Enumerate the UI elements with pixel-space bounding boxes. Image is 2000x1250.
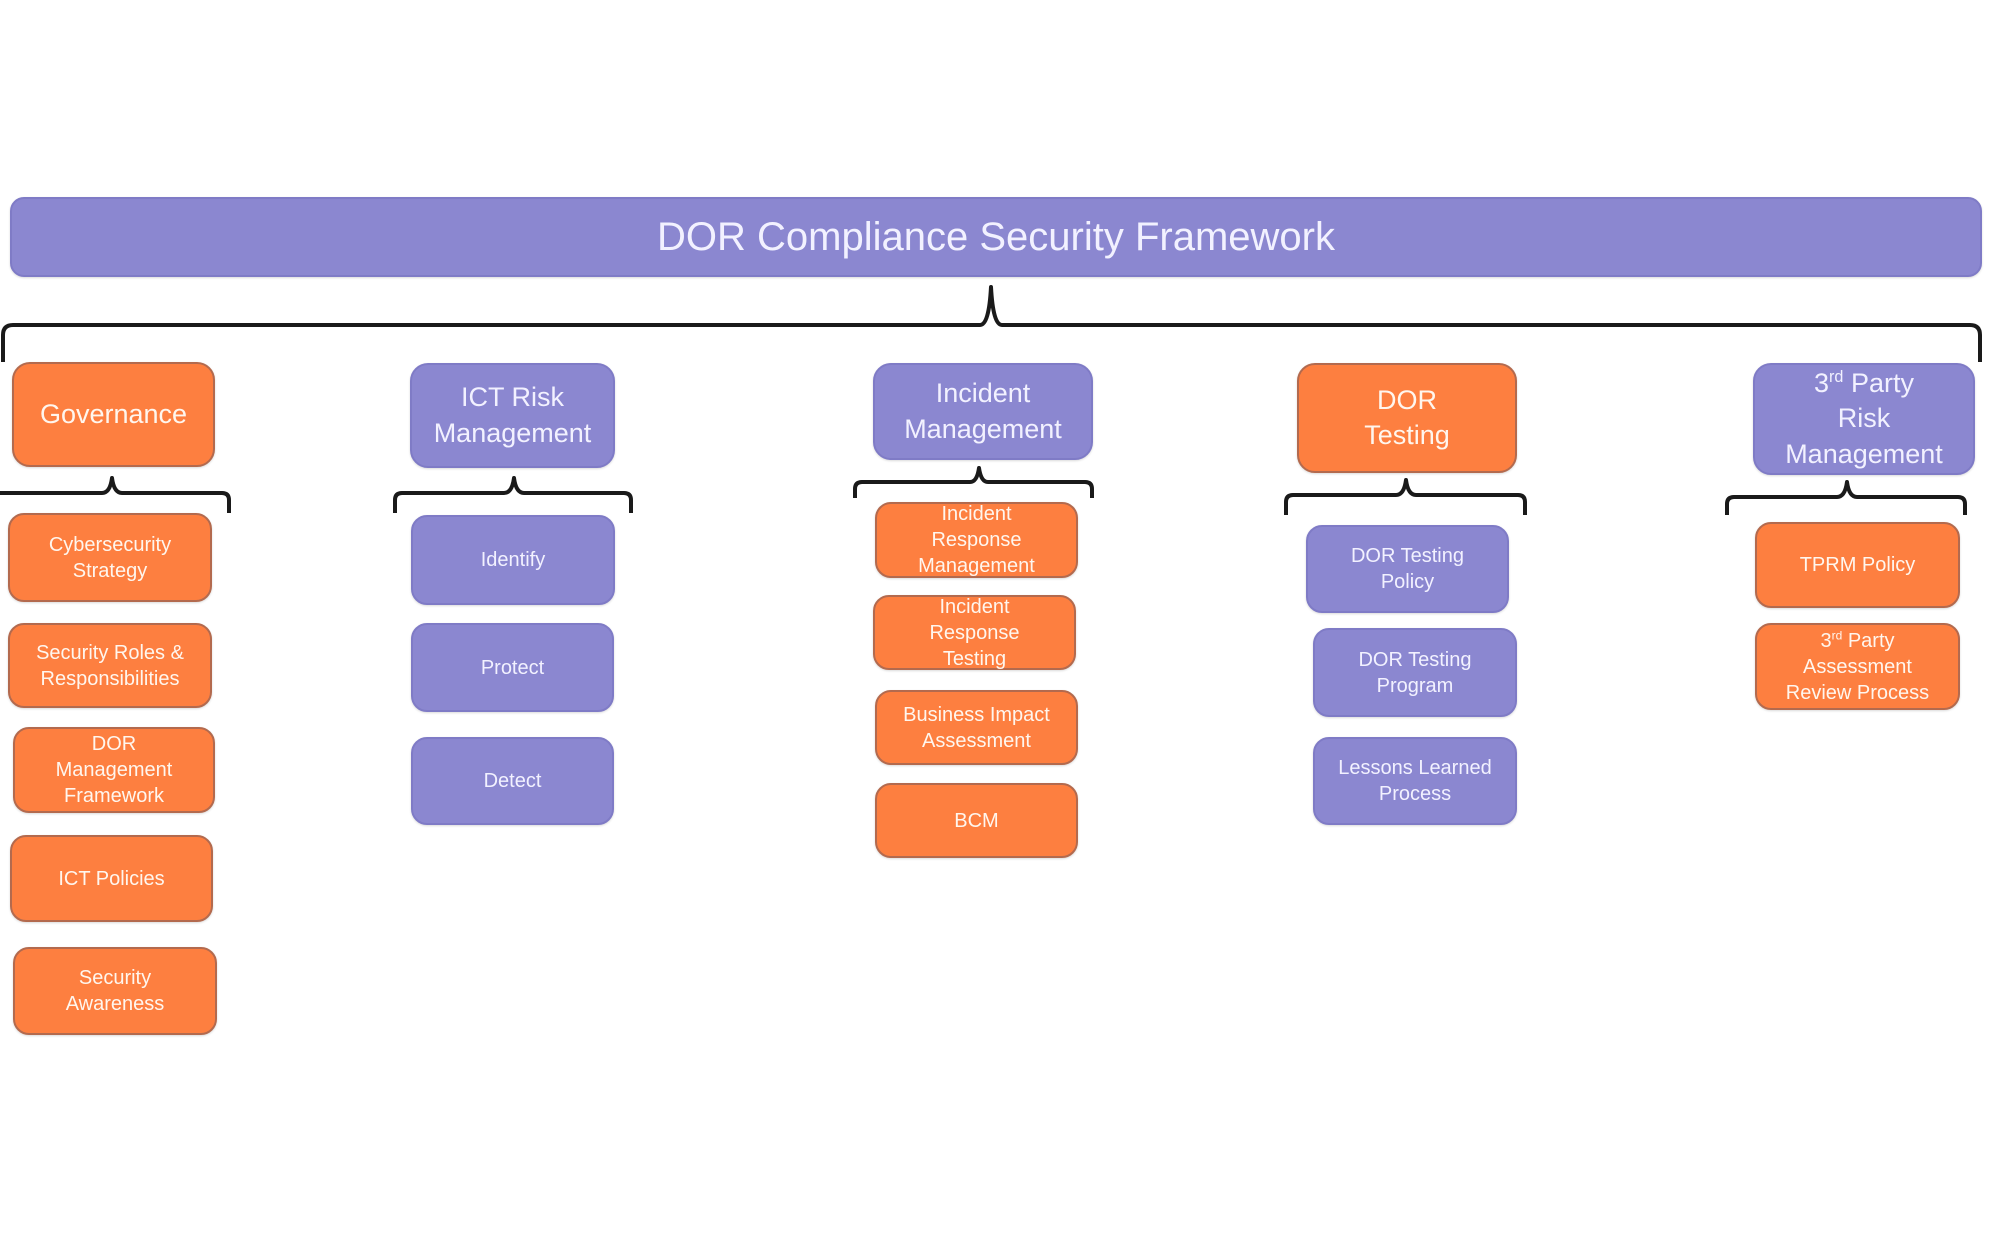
item-label: ICT Policies bbox=[58, 867, 165, 890]
item-label: BCM bbox=[954, 809, 999, 832]
framework-title-banner: DOR Compliance Security Framework bbox=[10, 197, 1982, 277]
item-business-impact-assessment: Business Impact Assessment bbox=[875, 690, 1078, 765]
pillar-governance: Governance bbox=[12, 362, 215, 467]
item-security-roles: Security Roles & Responsibilities bbox=[8, 623, 212, 708]
item-lessons-learned-process: Lessons Learned Process bbox=[1313, 737, 1517, 825]
item-label: Incident Response Management bbox=[918, 503, 1035, 577]
item-label: Lessons Learned Process bbox=[1338, 757, 1492, 805]
item-label: DOR Management Framework bbox=[55, 733, 173, 807]
item-label: Business Impact Assessment bbox=[903, 703, 1050, 752]
pillar-ict-risk-management: ICT Risk Management bbox=[410, 363, 615, 468]
item-label: TPRM Policy bbox=[1799, 554, 1916, 576]
item-label: Protect bbox=[480, 656, 545, 679]
item-third-party-assessment-review: 3rd Party Assessment Review Process bbox=[1755, 623, 1960, 710]
ordinal-suffix: rd bbox=[1831, 627, 1843, 642]
item-dor-testing-policy: DOR Testing Policy bbox=[1306, 525, 1509, 613]
item-label: Detect bbox=[483, 770, 542, 792]
pillar-third-party-risk-management: 3rd Party Risk Management bbox=[1753, 363, 1975, 475]
governance-brace bbox=[0, 476, 231, 513]
pillar-label: ICT Risk Management bbox=[433, 382, 592, 448]
item-ict-policies: ICT Policies bbox=[10, 835, 213, 922]
item-label: 3rd Party Assessment Review Process bbox=[1785, 627, 1930, 704]
item-security-awareness: Security Awareness bbox=[13, 947, 217, 1035]
pillar-label: Governance bbox=[39, 398, 188, 429]
item-label: Incident Response Testing bbox=[929, 595, 1020, 670]
pillar-label: 3rd Party Risk Management bbox=[1785, 368, 1943, 469]
item-cybersecurity-strategy: Cybersecurity Strategy bbox=[8, 513, 212, 602]
item-label: DOR Testing Policy bbox=[1350, 545, 1464, 593]
item-label: DOR Testing Program bbox=[1358, 648, 1472, 697]
item-label: Identify bbox=[480, 549, 546, 571]
item-incident-response-testing: Incident Response Testing bbox=[873, 595, 1076, 670]
main-brace bbox=[1, 285, 1982, 362]
item-bcm: BCM bbox=[875, 783, 1078, 858]
framework-title: DOR Compliance Security Framework bbox=[657, 215, 1335, 259]
item-detect: Detect bbox=[411, 737, 614, 825]
pillar-incident-management: Incident Management bbox=[873, 363, 1093, 460]
third-party-brace bbox=[1725, 480, 1967, 515]
pillar-label: Incident Management bbox=[904, 378, 1062, 444]
incident-brace bbox=[853, 466, 1094, 498]
ordinal-suffix: rd bbox=[1829, 368, 1844, 387]
item-label: Security Awareness bbox=[65, 967, 165, 1015]
item-protect: Protect bbox=[411, 623, 614, 712]
item-dor-testing-program: DOR Testing Program bbox=[1313, 628, 1517, 717]
item-incident-response-management: Incident Response Management bbox=[875, 502, 1078, 578]
item-label: Security Roles & Responsibilities bbox=[36, 641, 184, 690]
item-tprm-policy: TPRM Policy bbox=[1755, 522, 1960, 608]
dor-testing-brace bbox=[1284, 478, 1527, 515]
item-label: Cybersecurity Strategy bbox=[48, 533, 172, 582]
ict-risk-brace bbox=[393, 476, 633, 513]
pillar-dor-testing: DOR Testing bbox=[1297, 363, 1517, 473]
item-identify: Identify bbox=[411, 515, 615, 605]
item-dor-management-framework: DOR Management Framework bbox=[13, 727, 215, 813]
pillar-label: DOR Testing bbox=[1364, 384, 1450, 450]
